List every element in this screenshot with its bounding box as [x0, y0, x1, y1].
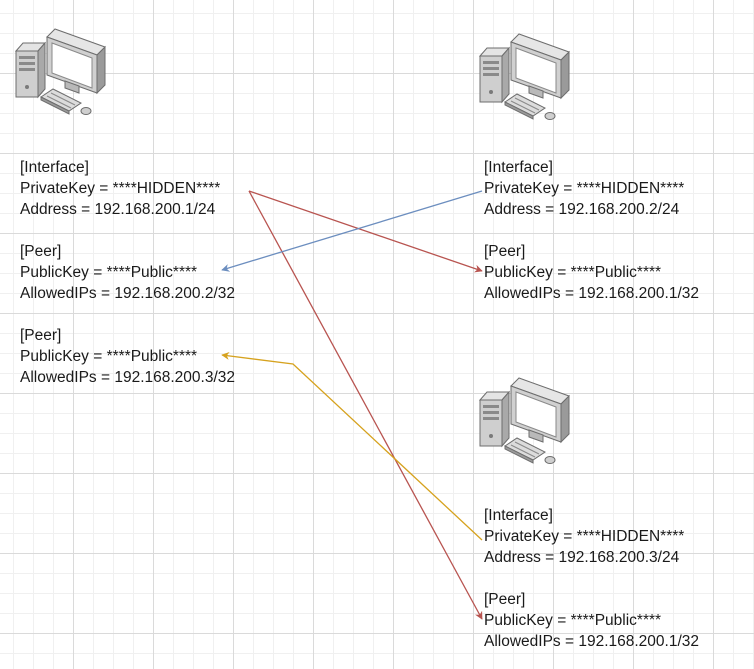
interface-private-key: PrivateKey = ****HIDDEN****	[484, 180, 685, 197]
interface-address: Address = 192.168.200.2/24	[484, 201, 680, 218]
node-2-config: [Interface] PrivateKey = ****HIDDEN**** …	[484, 157, 699, 304]
peer-allowed-ips: AllowedIPs = 192.168.200.2/32	[20, 285, 236, 302]
peer-public-key: PublicKey = ****Public****	[20, 348, 198, 365]
peer-header: [Peer]	[484, 591, 526, 608]
interface-private-key: PrivateKey = ****HIDDEN****	[20, 180, 221, 197]
peer-public-key: PublicKey = ****Public****	[484, 612, 662, 629]
node-1-config: [Interface] PrivateKey = ****HIDDEN**** …	[20, 157, 235, 388]
peer-allowed-ips: AllowedIPs = 192.168.200.1/32	[484, 633, 700, 650]
interface-address: Address = 192.168.200.3/24	[484, 549, 680, 566]
peer-public-key: PublicKey = ****Public****	[484, 264, 662, 281]
interface-header: [Interface]	[484, 507, 553, 524]
arrow-node1-to-node3-peer	[248, 190, 483, 620]
arrow-node2-to-node1-peer	[221, 190, 483, 272]
arrow-node3-to-node1-peer	[221, 351, 483, 541]
interface-private-key: PrivateKey = ****HIDDEN****	[484, 528, 685, 545]
node-3-config: [Interface] PrivateKey = ****HIDDEN**** …	[484, 505, 699, 652]
peer-header: [Peer]	[20, 243, 62, 260]
peer-allowed-ips: AllowedIPs = 192.168.200.3/32	[20, 369, 236, 386]
peer-allowed-ips: AllowedIPs = 192.168.200.1/32	[484, 285, 700, 302]
interface-address: Address = 192.168.200.1/24	[20, 201, 216, 218]
interface-header: [Interface]	[484, 159, 553, 176]
arrow-node1-to-node2-peer	[248, 190, 483, 273]
peer-header: [Peer]	[484, 243, 526, 260]
interface-header: [Interface]	[20, 159, 89, 176]
peer-public-key: PublicKey = ****Public****	[20, 264, 198, 281]
peer-header: [Peer]	[20, 327, 62, 344]
